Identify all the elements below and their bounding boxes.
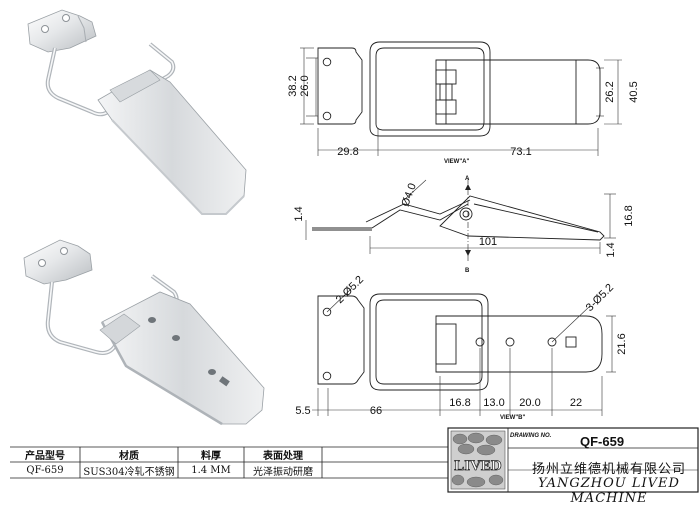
view-b-label: VIEW"B" [500,415,526,421]
side-view [305,178,616,262]
header-surface-treatment: 表面处理 [263,451,303,462]
drawing-no-label: DRAWING NO. [510,433,552,439]
dim-side-thickness: 1.4 [293,206,305,221]
view-a-label: VIEW"A" [444,159,470,165]
section-b-label: B [465,268,470,274]
bottom-view [312,287,616,416]
section-a-label: A [465,176,470,182]
dim-side-length: 101 [479,236,497,248]
dim-top-right-total: 40.5 [628,81,640,102]
dim-side-thickness-right: 1.4 [605,242,617,257]
top-view [300,41,622,156]
dim-bottom-hole-right: 3-Ø5.2 [584,282,616,314]
logo-text: LIVED [454,458,502,474]
dim-side-pin-dia: Ø4.0 [399,182,418,209]
dim-bottom-hole-left: 2-Ø5.2 [334,274,366,306]
value-thickness: 1.4 MM [191,464,231,476]
dim-bottom-d4: 22 [570,397,582,409]
title-block-grid [10,427,699,493]
dim-bottom-d3: 20.0 [519,397,540,409]
dim-top-right-inner: 26.2 [604,81,616,102]
company-logo: LIVED [450,430,506,490]
dim-top-width: 73.1 [510,146,531,158]
dim-bottom-d2: 13.0 [483,397,504,409]
dim-top-height-inner: 26.0 [299,75,311,96]
company-name-en: YANGZHOU LIVED MACHINE [538,476,680,506]
value-surface-treatment: 光泽振动研磨 [253,466,313,478]
value-material: SUS304冷轧不锈钢 [83,466,175,478]
dim-bottom-offset: 5.5 [295,405,310,417]
latch-render-open [23,239,265,426]
drawing-no-value: QF-659 [580,434,625,449]
company-name-cn: 扬州立维德机械有限公司 [531,462,686,477]
dim-bottom-right-height: 21.6 [616,333,628,354]
dim-bottom-d1: 16.8 [449,397,470,409]
value-product-model: QF-659 [26,464,64,476]
latch-render-closed [27,9,247,215]
technical-drawing: 38.2 26.0 26.2 40.5 29.8 73.1 VIEW"A" Ø4… [10,9,699,493]
dim-bottom-span: 66 [370,405,382,417]
dim-side-height: 16.8 [623,205,635,226]
header-thickness: 料厚 [201,451,221,462]
header-product-model: 产品型号 [25,451,65,462]
dim-top-height-total: 38.2 [287,75,299,96]
header-material: 材质 [119,451,139,462]
dim-top-left-width: 29.8 [337,146,358,158]
